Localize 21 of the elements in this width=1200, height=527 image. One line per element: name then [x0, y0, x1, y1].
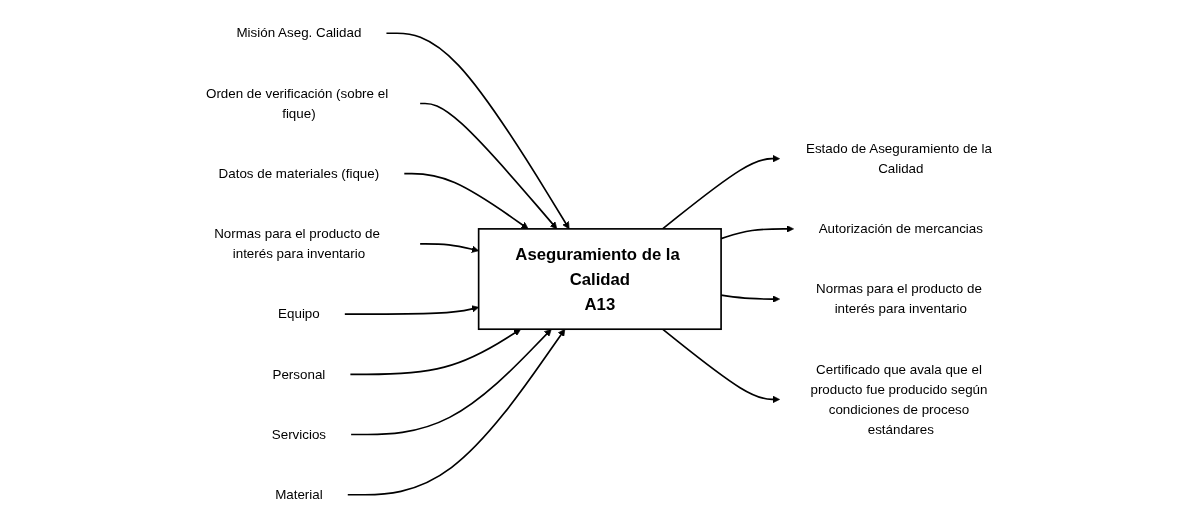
arrow [419, 102, 558, 229]
arrow [661, 327, 781, 403]
arrow [347, 328, 566, 496]
node-text: Equipo [278, 306, 320, 321]
node-text: Material [275, 486, 323, 501]
arrow [349, 328, 522, 375]
node-box: Aseguramiento de la Calidad A13 [477, 227, 723, 330]
arrow [350, 328, 552, 435]
node-text: Servicios [271, 426, 327, 441]
node-text: Misión Aseg. Calidad [236, 25, 362, 40]
node-text: Autorización de mercancias [818, 220, 984, 236]
arrow [385, 31, 570, 229]
node-text: Normas para el producto de interés para inventario [816, 281, 982, 316]
node-text: Personal [272, 366, 326, 381]
node-text: Datos de materiales (fique) [218, 165, 380, 180]
node-text: Orden de verificación (sobre el fique) [206, 85, 389, 120]
arrow [661, 154, 781, 230]
arrow [403, 172, 529, 229]
node-text: Estado de Aseguramiento de la Calidad [806, 140, 993, 175]
node-text: Normas para el producto de interés para inventario [214, 225, 381, 261]
node-text: Certificado que avala que el producto fue producido según condiciones de proceso estándares [810, 361, 988, 436]
